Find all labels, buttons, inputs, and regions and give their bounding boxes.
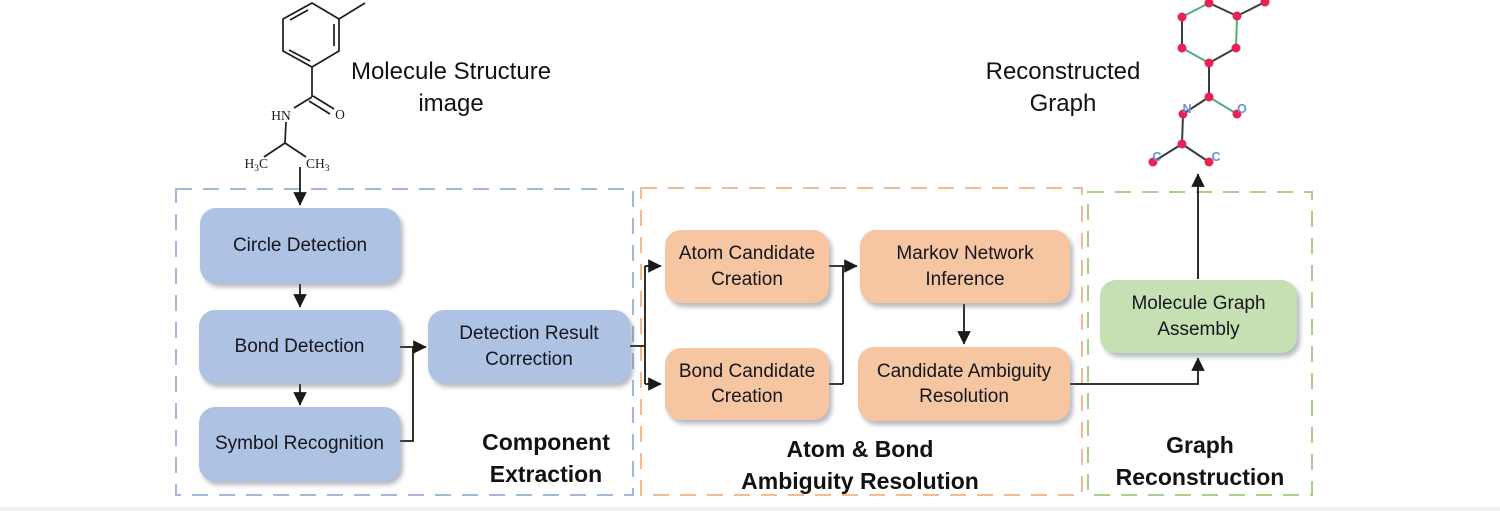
- graph-edge-green: [1235, 15, 1238, 49]
- aromatic-double-bonds: [288, 9, 335, 62]
- graph-edge: [1236, 1, 1266, 17]
- graph-node: [1204, 58, 1214, 68]
- input-caption: Molecule Structure image: [331, 56, 571, 120]
- graph-edge: [1181, 113, 1184, 145]
- connector-correction-split: [630, 266, 646, 384]
- stage-borders: [175, 187, 1313, 496]
- graph-node: [1177, 12, 1187, 22]
- output-caption-line2: Graph: [1029, 90, 1097, 117]
- molecule-structure-drawing: HN O H3C CH3: [244, 2, 366, 174]
- arrow-ambiguity-to-assembly: [1070, 357, 1205, 385]
- carbonyl-double-bond: [308, 95, 335, 115]
- flow-arrows: [293, 167, 1205, 442]
- graph-node: [1232, 11, 1242, 21]
- graph-reconstruction-dashed-box: [1087, 191, 1313, 496]
- stage-label-line: Ambiguity Resolution: [741, 468, 979, 494]
- graph-atom-letters: N O C C: [1152, 102, 1247, 164]
- nitrogen-to-ch-bond: [284, 121, 287, 144]
- bond-detection-box: Bond Detection: [199, 310, 400, 383]
- graph-o-label: O: [1237, 102, 1247, 116]
- stage-label-graph-reconstruction: Graph Reconstruction: [1090, 429, 1310, 493]
- hn-label: HN: [271, 108, 291, 123]
- markov-network-inference-box: Markov Network Inference: [860, 230, 1070, 303]
- graph-node: [1204, 157, 1214, 167]
- stage-label-line: Component: [482, 429, 610, 455]
- graph-node: [1177, 139, 1187, 149]
- graph-edge: [1182, 96, 1210, 115]
- stage-label-component-extraction: Component Extraction: [436, 426, 656, 490]
- circle-detection-box: Circle Detection: [200, 208, 400, 283]
- graph-node: [1204, 92, 1214, 102]
- graph-edge: [1152, 143, 1183, 163]
- graph-node: [1204, 0, 1214, 8]
- graph-edge: [1208, 47, 1237, 64]
- graph-c-right-label: C: [1211, 150, 1220, 164]
- graph-edges-green: [1181, 2, 1238, 115]
- symbol-recognition-box: Symbol Recognition: [199, 407, 400, 481]
- graph-edge-green: [1208, 96, 1238, 115]
- graph-node: [1232, 109, 1242, 119]
- detection-result-correction-box: Detection Result Correction: [428, 310, 630, 383]
- stage-label-line: Atom & Bond: [786, 436, 934, 462]
- candidate-ambiguity-resolution-box: Candidate Ambiguity Resolution: [858, 347, 1070, 421]
- isopropyl-bonds: [263, 142, 307, 158]
- oxygen-label: O: [335, 107, 345, 122]
- graph-edge: [1181, 143, 1210, 163]
- h3c-label: H3C: [244, 156, 268, 174]
- bond-candidate-creation-box: Bond Candidate Creation: [665, 348, 829, 420]
- graph-node: [1178, 109, 1188, 119]
- graph-node: [1177, 43, 1187, 53]
- carbonyl-to-nitrogen-bond: [293, 96, 313, 109]
- methyl-bond: [338, 2, 366, 20]
- graph-c-left-label: C: [1152, 150, 1161, 164]
- input-caption-line2: image: [418, 90, 484, 117]
- graph-node: [1260, 0, 1270, 7]
- reconstructed-graph-drawing: N O C C: [1148, 0, 1270, 167]
- molecule-graph-assembly-box: Molecule Graph Assembly: [1100, 280, 1297, 353]
- graph-edges-dark: [1152, 1, 1266, 163]
- stage-label-ambiguity-resolution: Atom & Bond Ambiguity Resolution: [705, 433, 1015, 497]
- connector-candidates-join: [829, 266, 844, 385]
- graph-edge-green: [1181, 2, 1210, 18]
- slide-bottom-edge: [0, 507, 1500, 511]
- component-extraction-dashed-box: [175, 188, 634, 496]
- graph-n-label: N: [1182, 102, 1191, 116]
- output-caption-line1: Reconstructed: [985, 58, 1141, 85]
- stage-label-line: Extraction: [489, 461, 603, 487]
- graph-node: [1231, 43, 1241, 53]
- graph-nodes: [1148, 0, 1270, 167]
- stage-label-line: Reconstruction: [1115, 464, 1285, 490]
- stage-label-line: Graph: [1166, 432, 1234, 458]
- output-caption: Reconstructed Graph: [943, 56, 1183, 120]
- ambiguity-resolution-dashed-box: [640, 187, 1083, 496]
- connector-symbol-to-correction: [400, 347, 414, 442]
- graph-edge-green: [1181, 47, 1210, 64]
- ch3-label: CH3: [306, 156, 330, 174]
- atom-candidate-creation-box: Atom Candidate Creation: [665, 230, 829, 303]
- graph-edge: [1208, 2, 1238, 17]
- graph-node: [1148, 157, 1158, 167]
- input-caption-line1: Molecule Structure: [350, 58, 552, 85]
